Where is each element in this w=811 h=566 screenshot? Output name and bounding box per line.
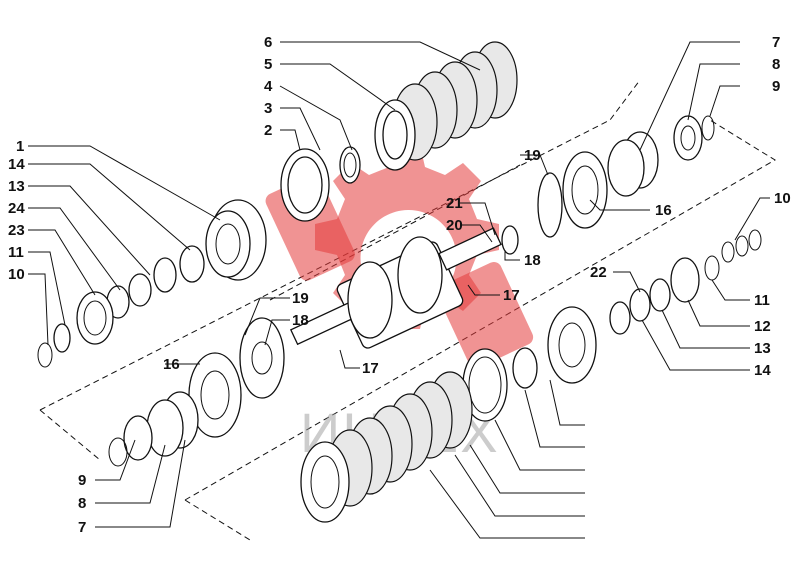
label-10-left: 10	[8, 266, 25, 283]
label-8-right: 8	[772, 56, 780, 73]
label-13-right: 13	[754, 340, 771, 357]
label-1: 1	[16, 138, 24, 155]
label-13-left: 13	[8, 178, 25, 195]
label-7-right: 7	[772, 34, 780, 51]
label-14-left: 14	[8, 156, 25, 173]
label-6: 6	[264, 34, 272, 51]
leader-lines	[28, 41, 770, 539]
label-23: 23	[8, 222, 25, 239]
upper-clutch-plates	[374, 41, 518, 171]
central-shaft-hub	[289, 227, 502, 349]
label-16-left: 16	[163, 356, 180, 373]
label-10-right: 10	[774, 190, 791, 207]
left-gear-and-bearings	[37, 199, 267, 368]
label-11-left: 11	[8, 244, 24, 261]
label-4: 4	[264, 78, 273, 95]
upper-right-parts	[501, 115, 715, 255]
label-19-right: 19	[524, 147, 541, 164]
label-22: 22	[590, 264, 607, 281]
label-8-left: 8	[78, 495, 86, 512]
label-9-left: 9	[78, 472, 86, 489]
label-14-right: 14	[754, 362, 771, 379]
label-19-left: 19	[292, 290, 309, 307]
label-2: 2	[264, 122, 272, 139]
lower-clutch-plates	[300, 371, 473, 523]
label-3: 3	[264, 100, 272, 117]
label-17-right: 17	[503, 287, 520, 304]
label-9-right: 9	[772, 78, 780, 95]
label-18-right: 18	[524, 252, 541, 269]
lower-left-parts	[108, 317, 285, 467]
label-11-right: 11	[754, 292, 770, 309]
label-17-left: 17	[362, 360, 379, 377]
label-5: 5	[264, 56, 272, 73]
label-12: 12	[754, 318, 771, 335]
label-18-left: 18	[292, 312, 309, 329]
part-labels: 6 5 4 3 2 1 14 13 24 23 11 10 19 18 16 1…	[8, 34, 791, 536]
label-7-left: 7	[78, 519, 86, 536]
upper-rings	[280, 146, 361, 222]
label-20: 20	[446, 217, 463, 234]
label-16-right: 16	[655, 202, 672, 219]
assembly-guide-lines	[39, 79, 776, 541]
label-24: 24	[8, 200, 25, 217]
label-21: 21	[446, 195, 463, 212]
